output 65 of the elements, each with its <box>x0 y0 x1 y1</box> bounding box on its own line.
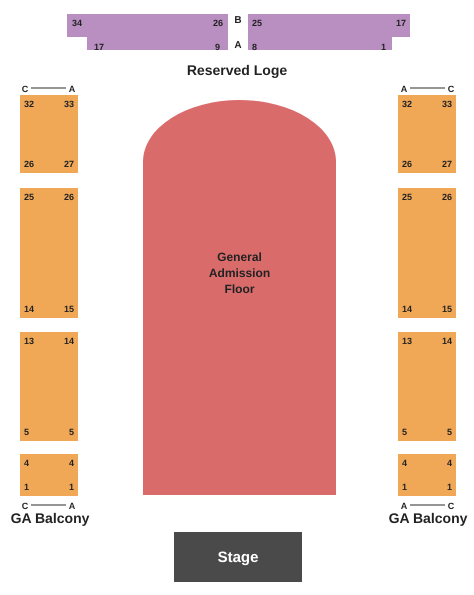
seating-section <box>20 332 78 441</box>
seat-number: 15 <box>64 304 74 314</box>
row-label: B <box>233 14 243 27</box>
seat-number: 1 <box>68 482 74 492</box>
row-label: A <box>400 500 408 512</box>
seat-number: 1 <box>381 42 386 52</box>
seat-number: 33 <box>442 99 452 109</box>
seating-section <box>20 95 78 173</box>
seat-number: 34 <box>72 18 82 28</box>
seat-number: 26 <box>24 159 34 169</box>
stage-area <box>174 532 302 582</box>
seat-number: 27 <box>442 159 452 169</box>
row-label: C <box>20 500 30 512</box>
seat-number: 25 <box>252 18 262 28</box>
seat-number: 4 <box>402 458 408 468</box>
seating-section <box>398 188 456 318</box>
seating-section <box>398 95 456 173</box>
seat-number: 14 <box>442 336 452 346</box>
row-label: C <box>20 83 30 95</box>
seat-number: 4 <box>68 458 74 468</box>
seat-number: 26 <box>402 159 412 169</box>
seat-number: 26 <box>64 192 74 202</box>
seat-number: 33 <box>64 99 74 109</box>
row-label: A <box>400 83 408 95</box>
seating-section <box>20 188 78 318</box>
seat-number: 5 <box>24 427 30 437</box>
seat-number: 5 <box>402 427 408 437</box>
seat-number: 14 <box>402 304 412 314</box>
seat-number: 4 <box>24 458 30 468</box>
seat-number: 26 <box>213 18 224 28</box>
seat-number: 25 <box>24 192 34 202</box>
seat-number: 13 <box>24 336 34 346</box>
seat-number: 17 <box>396 18 406 28</box>
section-title: GA Balcony <box>10 510 90 527</box>
seat-number: 27 <box>64 159 74 169</box>
seat-number: 14 <box>64 336 74 346</box>
seat-number: 32 <box>402 99 412 109</box>
seat-number: 25 <box>402 192 412 202</box>
seat-number: 1 <box>24 482 30 492</box>
section-title: GA Balcony <box>388 510 468 527</box>
row-label: A <box>68 83 76 95</box>
seat-number: 1 <box>402 482 408 492</box>
seating-section <box>398 332 456 441</box>
seat-number: 9 <box>215 42 220 52</box>
floor-area <box>143 100 336 495</box>
seat-number: 14 <box>24 304 34 314</box>
row-label: A <box>233 39 243 52</box>
seat-number: 8 <box>252 42 258 52</box>
seating-section <box>398 454 456 496</box>
seat-number: 17 <box>94 42 104 52</box>
seat-number: 15 <box>442 304 452 314</box>
seat-number: 13 <box>402 336 412 346</box>
row-label: C <box>446 500 456 512</box>
section-label: Stage <box>218 548 258 566</box>
seat-number: 26 <box>442 192 452 202</box>
seat-number: 1 <box>446 482 452 492</box>
seat-number: 4 <box>446 458 452 468</box>
row-label: A <box>68 500 76 512</box>
seat-number: 5 <box>446 427 452 437</box>
seat-number: 32 <box>24 99 34 109</box>
section-label: General Admission Floor <box>208 248 272 296</box>
row-label: C <box>446 83 456 95</box>
seat-number: 5 <box>68 427 74 437</box>
seating-section <box>20 454 78 496</box>
section-title: Reserved Loge <box>186 62 288 79</box>
